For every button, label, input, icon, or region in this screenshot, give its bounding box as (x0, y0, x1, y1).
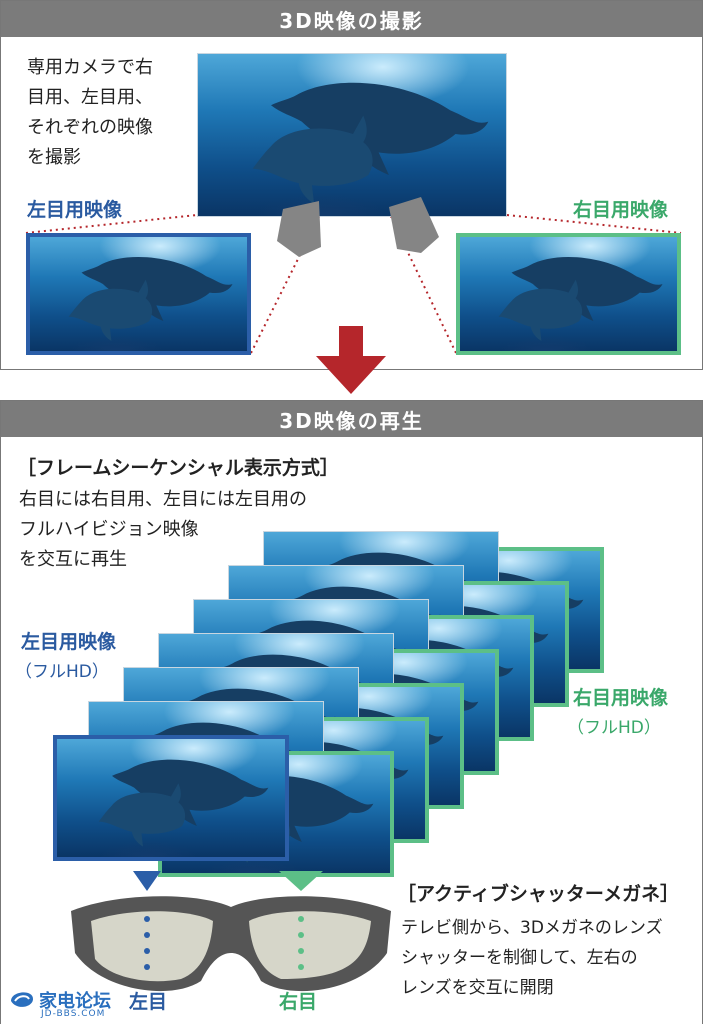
right-camera-icon (389, 197, 439, 253)
front-left-eye-frame (53, 735, 289, 861)
right-eye-dots (298, 916, 304, 970)
glasses-description-line: レンズを交互に開閉 (401, 978, 554, 998)
glasses-description-line: シャッターを制御して、左右の (401, 948, 638, 968)
method-description: 右目には右目用、左目には左目用の フルハイビジョン映像 を交互に再生 (19, 485, 399, 575)
method-description-line: フルハイビジョン映像 (19, 519, 199, 540)
capture-panel: 3D映像の撮影 専用カメラで右 目用、左目用、 それぞれの映像 を撮影 左目用映… (0, 0, 703, 370)
capture-description: 専用カメラで右 目用、左目用、 それぞれの映像 を撮影 (27, 53, 197, 173)
right-eye-arrow-icon (279, 871, 323, 891)
glasses-description-line: テレビ側から、3Dメガネのレンズ (401, 918, 663, 938)
glasses-title: ［アクティブシャッターメガネ］ (397, 883, 680, 905)
left-eye-arrow-icon (133, 871, 161, 891)
left-eye-label: 左目 (129, 991, 168, 1013)
capture-left-label: 左目用映像 (27, 199, 123, 221)
capture-description-line: 目用、左目用、 (27, 87, 153, 108)
dolphins-illustration (57, 739, 285, 857)
playback-right-sub: （フルHD） (567, 718, 661, 738)
method-title: ［フレームシーケンシャル表示方式］ (17, 457, 339, 479)
playback-panel: 3D映像の再生 ［フレームシーケンシャル表示方式］ 右目には右目用、左目には左目… (0, 400, 703, 1024)
left-camera-icon (277, 201, 321, 257)
site-name: 家电论坛 (39, 991, 111, 1012)
capture-description-line: を撮影 (27, 147, 81, 168)
shutter-glasses-illustration (71, 871, 391, 992)
capture-projection-lines (25, 197, 682, 354)
playback-right-label: 右目用映像 (573, 687, 669, 709)
playback-header: 3D映像の再生 (1, 401, 702, 437)
capture-header: 3D映像の撮影 (1, 1, 702, 37)
glasses-description: テレビ側から、3Dメガネのレンズ シャッターを制御して、左右の レンズを交互に開… (401, 913, 701, 1003)
playback-left-sub: （フルHD） (15, 662, 109, 682)
site-url: JD-BBS.COM (41, 1009, 106, 1019)
left-eye-dots (144, 916, 150, 970)
dolphins-illustration (30, 237, 247, 351)
right-eye-image (456, 233, 681, 355)
capture-description-line: それぞれの映像 (27, 117, 153, 138)
method-description-line: 右目には右目用、左目には左目用の (19, 489, 307, 510)
right-eye-label: 右目 (279, 991, 318, 1013)
dolphins-illustration (460, 237, 677, 351)
capture-description-line: 専用カメラで右 (27, 57, 153, 78)
site-logo-icon (11, 992, 33, 1007)
left-eye-image (26, 233, 251, 355)
playback-left-label: 左目用映像 (21, 631, 117, 653)
site-watermark: 家电论坛 JD-BBS.COM (7, 985, 137, 1023)
source-scene-image (197, 53, 507, 217)
method-description-line: を交互に再生 (19, 549, 127, 570)
capture-right-label: 右目用映像 (573, 199, 669, 221)
down-arrow-icon (316, 326, 386, 394)
